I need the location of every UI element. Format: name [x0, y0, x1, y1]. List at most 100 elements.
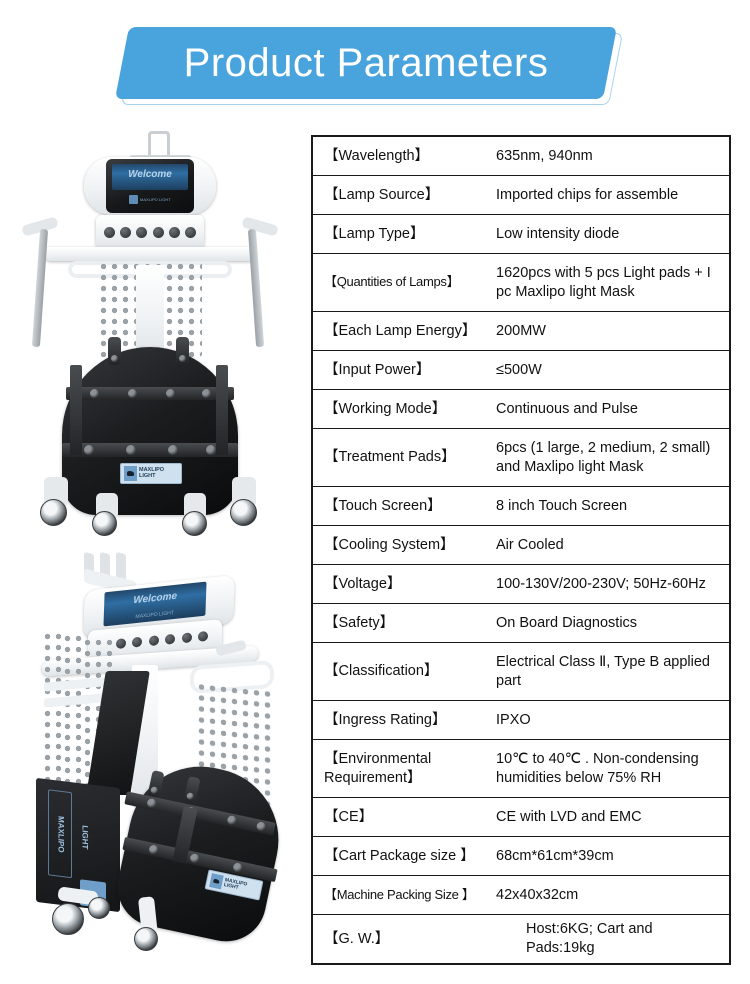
table-row: 【Wavelength】 635nm, 940nm	[313, 137, 729, 176]
param-value: 68cm*61cm*39cm	[496, 847, 614, 864]
pad-label-frame: MAXLIPO	[48, 789, 72, 879]
param-key: 【Machine Packing Size 】	[324, 886, 475, 902]
dome-strap-side-right	[216, 365, 228, 455]
brand-badge-text: MAXLIPO LIGHT	[139, 466, 165, 479]
param-value: Continuous and Pulse	[496, 400, 638, 417]
table-row: 【Lamp Type】 Low intensity diode	[313, 215, 729, 254]
port-icon[interactable]	[116, 638, 126, 650]
param-value: 8 inch Touch Screen	[496, 497, 628, 514]
param-value: Air Cooled	[496, 536, 564, 553]
cart-handle	[148, 131, 170, 165]
table-row: 【Machine Packing Size 】 42x40x32cm	[313, 876, 729, 915]
table-row: 【Working Mode】 Continuous and Pulse	[313, 390, 729, 429]
table-row: 【Safety】 On Board Diagnostics	[313, 604, 729, 643]
product-image-column: Welcome MAXLIPO LIGHT	[0, 125, 296, 984]
param-value: 42x40x32cm	[496, 886, 579, 903]
param-value: CE with LVD and EMC	[496, 808, 642, 825]
port-icon[interactable]	[197, 630, 208, 642]
perforated-panel	[62, 633, 82, 793]
param-key: 【Ingress Rating】	[324, 711, 447, 728]
brand-figure-icon	[124, 466, 137, 481]
param-value: 6pcs (1 large, 2 medium, 2 small) and Ma…	[496, 439, 711, 475]
param-value: IPXO	[496, 711, 531, 728]
param-key: 【Touch Screen】	[324, 497, 442, 514]
port-icon[interactable]	[120, 226, 132, 238]
caster-wheel-left	[40, 499, 67, 526]
touch-screen[interactable]: Welcome	[112, 164, 188, 190]
table-row: 【Touch Screen】 8 inch Touch Screen	[313, 487, 729, 526]
param-value: 1620pcs with 5 pcs Light pads + I pc Max…	[496, 264, 711, 300]
param-value: Imported chips for assemble	[496, 186, 679, 203]
table-row: 【Voltage】 100-130V/200-230V; 50Hz-60Hz	[313, 565, 729, 604]
dome-clip-left	[108, 337, 121, 365]
product-image-front-view: Welcome MAXLIPO LIGHT	[0, 125, 296, 545]
caster-wheel-left	[52, 903, 84, 935]
param-key: 【Treatment Pads】	[324, 449, 456, 466]
center-column	[136, 265, 164, 361]
table-row: 【Cooling System】 Air Cooled	[313, 526, 729, 565]
screen-logo-text: MAXLIPO LIGHT	[140, 197, 171, 202]
dome-strap-upper	[66, 387, 234, 400]
table-row: 【G. W.】 Host:6KG; Cart and Pads:19kg	[313, 915, 729, 963]
port-icon[interactable]	[184, 226, 196, 238]
param-key: 【Wavelength】	[324, 147, 430, 164]
cart-tray	[44, 247, 256, 261]
table-row: 【Environmental Requirement】 10℃ to 40℃ .…	[313, 740, 729, 798]
param-key: 【Cart Package size 】	[324, 847, 475, 864]
caster-wheel-center	[134, 927, 158, 951]
light-dome	[62, 347, 238, 515]
product-parameters-table: 【Wavelength】 635nm, 940nm 【Lamp Source】 …	[311, 135, 731, 965]
dome-strap-lower	[62, 443, 238, 457]
param-key: 【Quantities of Lamps】	[324, 274, 460, 290]
param-key: 【Voltage】	[324, 575, 402, 592]
port-icon[interactable]	[132, 636, 143, 648]
param-key: 【Lamp Type】	[324, 225, 425, 242]
screen-logo-area: MAXLIPO LIGHT	[129, 194, 171, 205]
brand-figure-icon	[209, 873, 224, 890]
screen-welcome-text: Welcome	[128, 168, 172, 180]
table-row: 【Quantities of Lamps】 1620pcs with 5 pcs…	[313, 254, 729, 312]
param-key: 【Classification】	[324, 663, 439, 680]
page-header: Product Parameters	[0, 0, 750, 125]
caster-wheel-mid-right	[182, 511, 207, 536]
param-value: Electrical Class Ⅱ, Type B applied part	[496, 653, 710, 689]
param-key: 【G. W.】	[324, 930, 390, 947]
caster-wheel-mid-left	[92, 511, 117, 536]
screen-logo-icon	[129, 195, 138, 204]
page-title: Product Parameters	[183, 40, 549, 85]
caster-wheel-left-small	[88, 897, 110, 919]
table-row: 【Cart Package size 】 68cm*61cm*39cm	[313, 837, 729, 876]
port-icon[interactable]	[136, 226, 148, 238]
caster-wheel-right	[230, 499, 257, 526]
dome-strap-side-left	[70, 365, 82, 455]
port-icon[interactable]	[148, 635, 159, 647]
param-key: 【CE】	[324, 808, 374, 825]
param-key: 【Input Power】	[324, 361, 431, 378]
table-row: 【Each Lamp Energy】 200MW	[313, 312, 729, 351]
table-row: 【Lamp Source】 Imported chips for assembl…	[313, 176, 729, 215]
pad-label-text-secondary: LIGHT	[80, 824, 90, 850]
port-icon[interactable]	[165, 633, 176, 645]
table-row: 【Ingress Rating】 IPXO	[313, 701, 729, 740]
param-key: 【Cooling System】	[324, 536, 455, 553]
product-image-angled-view: Welcome MAXLIPO LIGHT	[0, 545, 296, 984]
param-key: 【Environmental Requirement】	[324, 750, 432, 786]
port-icon[interactable]	[181, 632, 192, 644]
table-row: 【Classification】 Electrical Class Ⅱ, Typ…	[313, 643, 729, 701]
brand-badge-text: MAXLIPO LIGHT	[223, 876, 248, 891]
param-key: 【Safety】	[324, 614, 395, 631]
param-key: 【Lamp Source】	[324, 186, 440, 203]
port-row	[104, 225, 196, 239]
param-value: Low intensity diode	[496, 225, 620, 242]
param-value: On Board Diagnostics	[496, 614, 638, 631]
perforated-panel	[42, 631, 62, 791]
port-icon[interactable]	[168, 226, 180, 238]
table-row: 【Input Power】 ≤500W	[313, 351, 729, 390]
port-icon[interactable]	[152, 226, 164, 238]
support-post-left	[31, 228, 49, 348]
port-icon[interactable]	[104, 226, 115, 238]
table-row: 【CE】 CE with LVD and EMC	[313, 798, 729, 837]
param-key: 【Working Mode】	[324, 400, 447, 417]
param-value: 200MW	[496, 322, 546, 339]
side-arm-right	[241, 216, 279, 237]
